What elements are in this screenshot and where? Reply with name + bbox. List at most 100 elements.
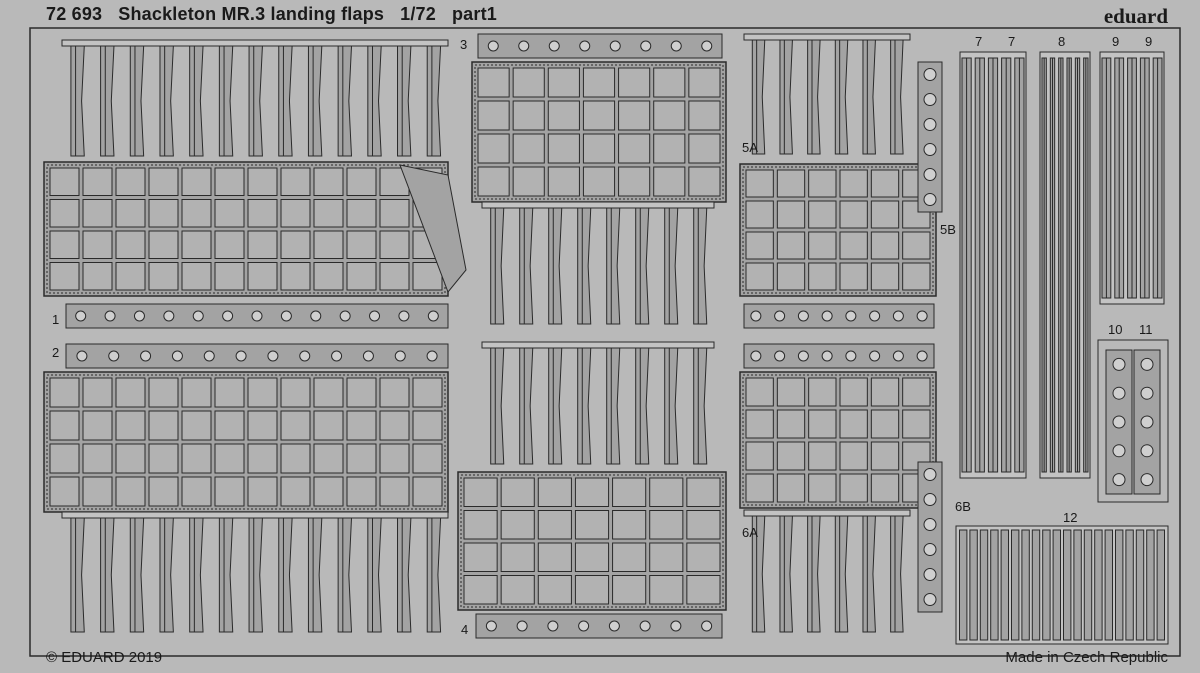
part-4-hole-strip-hole (608, 620, 620, 632)
part-6a-bottom-ribs-rib (779, 515, 793, 633)
part-2-flap-cell (412, 377, 443, 408)
part-1-top-ribs-rib (100, 45, 115, 157)
part-6a-hole-strip-hole (869, 350, 881, 362)
part-5b-hole-column-plate (917, 61, 943, 213)
part-5a-hole-strip-hole (916, 310, 928, 322)
part-6a-flap-cell (839, 377, 868, 407)
part-4-top-ribs-rib (635, 347, 650, 465)
part-2-flap-cell (379, 443, 410, 474)
part-4-flap-cell (649, 510, 684, 540)
part-5b-hole-column-hole (923, 68, 937, 81)
part-2-bottom-ribs-rib (129, 517, 145, 633)
part-1-top-ribs-rib (426, 45, 442, 157)
part-10-hole-bar-hole (1112, 444, 1126, 458)
part-5a-top-ribs-rib (779, 39, 793, 155)
part-11-hole-bar-hole (1140, 473, 1154, 487)
part-6a-hole-strip-plate (743, 343, 935, 369)
part-2-flap-cell (379, 377, 410, 408)
part-4-flap-cell (649, 477, 684, 507)
part-3-flap-cell (512, 67, 545, 98)
copyright-text: © EDUARD 2019 (46, 649, 163, 666)
part-2-hole-strip (65, 343, 449, 369)
part-1-flap-cell (412, 262, 443, 291)
part-1-flap-cell (49, 167, 80, 196)
part-6a-flap-cell (808, 441, 837, 471)
part-1-hole-strip-hole (310, 310, 322, 322)
part-1-flap-cell (181, 262, 212, 291)
part-1-flap (43, 161, 449, 297)
part-5b-hole-column-hole (923, 168, 937, 181)
part-4-flap-cell (574, 510, 610, 540)
part-6a-flap-cell (870, 409, 900, 439)
part-3-flap-cell (547, 133, 580, 164)
part-3-hole-strip-plate (477, 33, 723, 59)
part-6a-flap-cell (870, 473, 900, 503)
part-1-flap-cell (280, 230, 311, 259)
part-label-7b: 7 (1008, 34, 1016, 49)
part-1-hole-strip-hole (251, 310, 263, 322)
part-2-hole-strip-hole (299, 350, 311, 362)
part-2-flap-cell (214, 410, 245, 441)
part-2-flap-cell (148, 476, 179, 507)
part-4-flap-cell (537, 575, 572, 605)
part-4-flap-cell (612, 477, 647, 507)
part-3-hole-strip-hole (609, 40, 621, 52)
part-3-hole-strip-hole (487, 40, 499, 52)
part-4-flap-cell (574, 477, 610, 507)
part-5a-hole-strip-hole (869, 310, 881, 322)
part-1-flap-cell (82, 199, 113, 228)
part-4-flap-cell (463, 477, 498, 507)
part-2-flap-cell (379, 476, 410, 507)
fret-frame-outline (29, 27, 1181, 657)
part-5a-flap-cell (745, 169, 774, 198)
part-6a-hole-strip-hole (797, 350, 809, 362)
part-2-flap-cell (181, 476, 212, 507)
part-1-flap-cell (82, 230, 113, 259)
part-label-9b: 9 (1145, 34, 1153, 49)
part-5b-hole-column-hole (923, 93, 937, 106)
part-1-top-ribs-rib (278, 45, 293, 157)
part-1-flap-cell (181, 199, 212, 228)
part-3-flap-cell (547, 67, 580, 98)
part-4-flap-cell (463, 575, 498, 605)
part-1-flap-cell (313, 167, 344, 196)
part-4-flap-cell (500, 477, 535, 507)
part-8-strips-frame (1039, 51, 1091, 479)
part-6a-flap-cell (902, 377, 931, 407)
part-4-flap-cell (612, 542, 647, 572)
part-12-strip (969, 529, 978, 641)
part-6a-hole-strip-hole (845, 350, 857, 362)
part-6a-flap-cell (808, 473, 837, 503)
part-2-hole-strip-hole (171, 350, 183, 362)
part-5a-flap-cell (902, 262, 931, 291)
part-3-flap (471, 61, 727, 203)
part-4-hole-strip-hole (701, 620, 713, 632)
part-3-flap-cell (618, 100, 651, 131)
part-6a-flap-cell (870, 441, 900, 471)
part-2-flap-cell (346, 377, 377, 408)
part-4-flap-cell (500, 575, 535, 605)
part-1-top-ribs-rib (189, 45, 204, 157)
part-5a-top-ribs-rib (862, 39, 876, 155)
part-6a-flap-cell (745, 441, 774, 471)
part-3-flap-cell (477, 133, 510, 164)
part-3-hole-strip-hole (670, 40, 682, 52)
sheet-name: Shackleton MR.3 landing flaps (118, 4, 385, 24)
part-3-flap-cell (582, 67, 616, 98)
part-10-hole-bar-hole (1112, 473, 1126, 487)
part-5a-top-ribs-rib (834, 39, 849, 155)
part-4-top-ribs-rib (519, 347, 534, 465)
part-6a-bottom-ribs (743, 509, 911, 633)
part-3-bottom-ribs-rib (693, 207, 708, 325)
part-6a-hole-strip-hole (774, 350, 786, 362)
part-2-bottom-ribs-rib (426, 517, 442, 633)
part-1-flap-cell (247, 199, 278, 228)
part-3-flap-cell (688, 133, 721, 164)
part-2-hole-strip-hole (76, 350, 88, 362)
part-3-flap-cell (653, 133, 686, 164)
part-3-flap-rivet-border (474, 64, 724, 200)
part-2-flap-cell (148, 410, 179, 441)
part-3-flap-cell (653, 100, 686, 131)
part-10-hole-bar (1105, 349, 1133, 495)
